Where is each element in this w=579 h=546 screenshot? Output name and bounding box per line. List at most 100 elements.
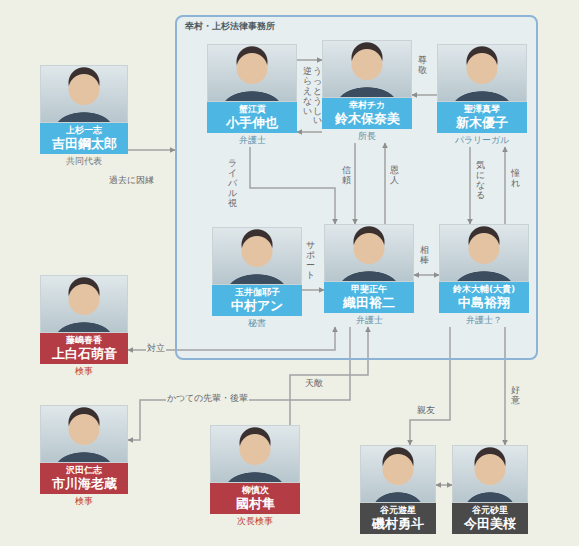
relation-label: 好意: [511, 385, 520, 407]
relation-connector: [297, 59, 322, 61]
relation-label: ライバル視: [228, 158, 237, 209]
character-name: 甲斐正午: [327, 284, 411, 295]
character-card: 鈴木大輔(大貴)中島裕翔弁護士？: [439, 224, 529, 327]
portrait-photo: [40, 275, 128, 333]
character-name: 沢田仁志: [43, 465, 125, 476]
character-name: 蟹江貢: [210, 104, 294, 115]
relation-label: 対立: [146, 344, 166, 354]
name-banner: 甲斐正午織田裕二: [324, 282, 414, 313]
character-name: 上杉一志: [43, 125, 125, 136]
relation-label: サポート: [306, 240, 315, 282]
relation-label: うっとうしい: [313, 66, 322, 127]
name-banner: 鈴木大輔(大貴)中島裕翔: [439, 282, 529, 313]
relation-label: 気になる: [476, 160, 485, 202]
role-label: 弁護士: [324, 313, 414, 327]
character-name: 柳慎次: [213, 485, 297, 496]
portrait-photo: [40, 405, 128, 463]
role-label: 検事: [40, 364, 128, 378]
actor-name: 吉田鋼太郎: [43, 136, 125, 152]
relation-label: 信頼: [342, 165, 351, 187]
actor-name: 市川海老蔵: [43, 476, 125, 492]
portrait-photo: [212, 227, 302, 285]
relation-connector: [412, 94, 437, 96]
name-banner: 柳慎次國村隼: [210, 483, 300, 514]
portrait-photo: [439, 224, 529, 282]
relation-label: かつての先輩・後輩: [166, 394, 249, 404]
actor-name: 鈴木保奈美: [325, 111, 409, 127]
character-card: 甲斐正午織田裕二弁護士: [324, 224, 414, 327]
relation-label: 恩人: [390, 165, 399, 187]
role-label: 所長: [322, 129, 412, 143]
role-label: 弁護士？: [439, 313, 529, 327]
relation-label: 憧れ: [511, 168, 520, 190]
portrait-photo: [324, 224, 414, 282]
character-card: 上杉一志吉田鋼太郎共同代表: [40, 65, 128, 168]
relation-label: 親友: [416, 406, 436, 416]
relation-connector: [410, 327, 450, 445]
character-card: 谷元砂里今田美桜: [452, 445, 528, 534]
character-card: 蟹江貢小手伸也弁護士: [207, 44, 297, 147]
character-name: 聖澤真琴: [440, 104, 524, 115]
name-banner: 蟹江貢小手伸也: [207, 102, 297, 133]
actor-name: 上白石萌音: [43, 346, 125, 362]
relation-connector: [128, 149, 175, 151]
relation-label: 相棒: [420, 245, 429, 267]
relation-connector: [354, 143, 356, 224]
name-banner: 沢田仁志市川海老蔵: [40, 463, 128, 494]
name-banner: 玉井伽耶子中村アン: [212, 285, 302, 316]
actor-name: 國村隼: [213, 496, 297, 512]
role-label: 秘書: [212, 316, 302, 330]
character-name: 藤嶋春香: [43, 335, 125, 346]
actor-name: 織田裕二: [327, 295, 411, 311]
portrait-photo: [452, 445, 528, 503]
portrait-photo: [360, 445, 436, 503]
relation-connector: [504, 147, 506, 224]
character-card: 沢田仁志市川海老蔵検事: [40, 405, 128, 508]
relation-label: 逆らえない: [303, 66, 312, 117]
relation-connector: [436, 484, 452, 486]
name-banner: 谷元砂里今田美桜: [452, 503, 528, 534]
actor-name: 今田美桜: [455, 516, 525, 532]
relation-label: 天敵: [304, 379, 324, 389]
portrait-photo: [322, 40, 412, 98]
relation-label: 過去に因縁: [108, 176, 155, 186]
relation-label: 尊敬: [418, 55, 427, 77]
relation-connector: [469, 147, 471, 224]
group-heading: 幸村・上杉法律事務所: [185, 20, 536, 33]
role-label: 次長検事: [210, 514, 300, 528]
actor-name: 中島裕翔: [442, 295, 526, 311]
relation-connector: [128, 327, 350, 440]
relation-connector: [290, 327, 368, 425]
character-card: 柳慎次國村隼次長検事: [210, 425, 300, 528]
actor-name: 中村アン: [215, 298, 299, 314]
actor-name: 小手伸也: [210, 115, 294, 131]
character-card: 玉井伽耶子中村アン秘書: [212, 227, 302, 330]
relation-connector: [297, 131, 322, 133]
name-banner: 聖澤真琴新木優子: [437, 102, 527, 133]
role-label: 共同代表: [40, 154, 128, 168]
name-banner: 藤嶋春香上白石萌音: [40, 333, 128, 364]
portrait-photo: [210, 425, 300, 483]
character-name: 幸村チカ: [325, 100, 409, 111]
character-name: 鈴木大輔(大貴): [442, 284, 526, 295]
portrait-photo: [40, 65, 128, 123]
actor-name: 磯村勇斗: [363, 516, 433, 532]
name-banner: 谷元遊星磯村勇斗: [360, 503, 436, 534]
character-name: 谷元遊星: [363, 505, 433, 516]
relation-connector: [250, 147, 335, 224]
character-card: 幸村チカ鈴木保奈美所長: [322, 40, 412, 143]
portrait-photo: [207, 44, 297, 102]
character-card: 聖澤真琴新木優子パラリーガル: [437, 44, 527, 147]
character-card: 藤嶋春香上白石萌音検事: [40, 275, 128, 378]
character-card: 谷元遊星磯村勇斗: [360, 445, 436, 534]
name-banner: 幸村チカ鈴木保奈美: [322, 98, 412, 129]
name-banner: 上杉一志吉田鋼太郎: [40, 123, 128, 154]
relation-connector: [504, 327, 506, 445]
relation-connector: [414, 274, 439, 276]
role-label: 弁護士: [207, 133, 297, 147]
character-name: 谷元砂里: [455, 505, 525, 516]
character-name: 玉井伽耶子: [215, 287, 299, 298]
relation-connector: [384, 143, 386, 224]
actor-name: 新木優子: [440, 115, 524, 131]
portrait-photo: [437, 44, 527, 102]
